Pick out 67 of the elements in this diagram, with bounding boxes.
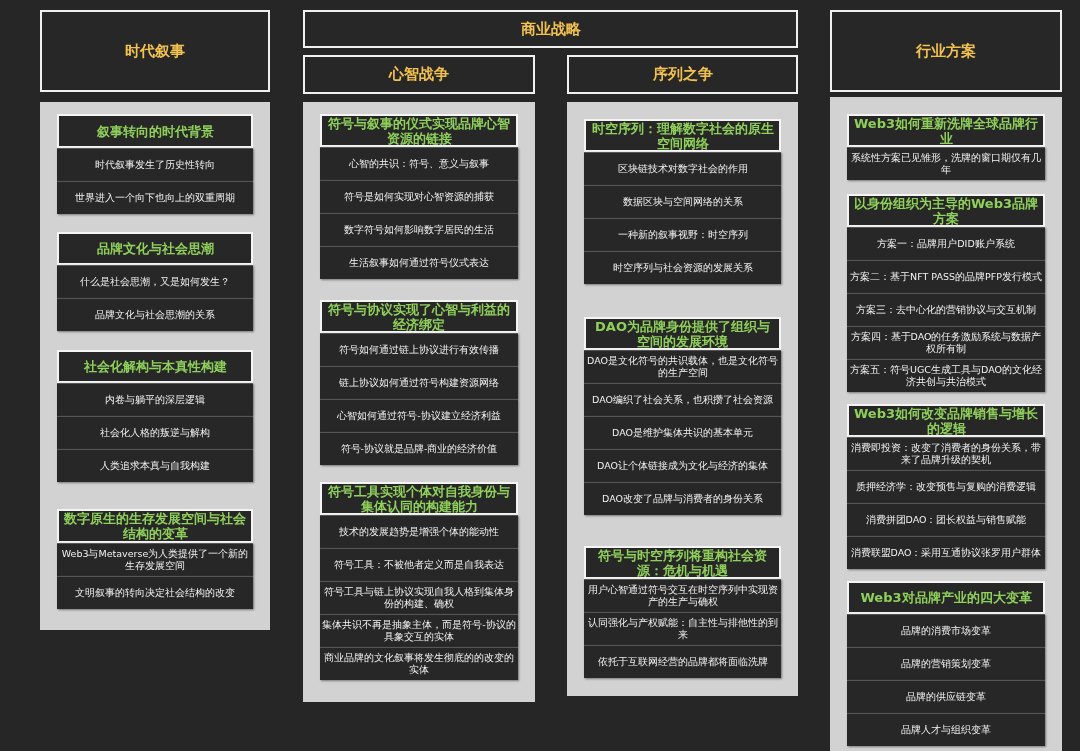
topic-box: 链上协议如何通过符号构建资源网络 bbox=[320, 366, 518, 399]
topic-box: 方案五：符号UGC生成工具与DAO的文化经济共创与共治模式 bbox=[847, 359, 1045, 392]
section-heading: 社会化解构与本真性构建 bbox=[57, 350, 253, 383]
topic-box: 符号工具：不被他者定义而是自我表达 bbox=[320, 548, 518, 581]
topic-box: DAO让个体链接成为文化与经济的集体 bbox=[584, 449, 781, 482]
topic-box: 社会化人格的叛逆与解构 bbox=[57, 416, 253, 449]
section-heading: Web3对品牌产业的四大变革 bbox=[847, 581, 1045, 614]
topic-box: 世界进入一个向下也向上的双重周期 bbox=[57, 181, 253, 214]
topic-box: Web3与Metaverse为人类提供了一个新的生存发展空间 bbox=[57, 543, 253, 576]
column-header: 行业方案 bbox=[830, 10, 1062, 92]
column-header: 商业战略 bbox=[303, 10, 798, 48]
topic-box: 数字符号如何影响数字居民的生活 bbox=[320, 213, 518, 246]
topic-box: 集体共识不再是抽象主体，而是符号-协议的具象交互的实体 bbox=[320, 614, 518, 647]
topic-box: 区块链技术对数字社会的作用 bbox=[584, 152, 781, 185]
topic-box: 技术的发展趋势是增强个体的能动性 bbox=[320, 515, 518, 548]
topic-box: 人类追求本真与自我构建 bbox=[57, 449, 253, 482]
topic-box: 品牌人才与组织变革 bbox=[847, 713, 1045, 746]
topic-box: DAO是维护集体共识的基本单元 bbox=[584, 416, 781, 449]
topic-box: 品牌的消费市场变革 bbox=[847, 614, 1045, 647]
topic-box: 质押经济学：改变预售与复购的消费逻辑 bbox=[847, 470, 1045, 503]
topic-box: 时空序列与社会资源的发展关系 bbox=[584, 251, 781, 284]
topic-box: 消费拼团DAO：团长权益与销售赋能 bbox=[847, 503, 1045, 536]
column-header: 时代叙事 bbox=[40, 10, 270, 92]
topic-box: 符号是如何实现对心智资源的捕获 bbox=[320, 180, 518, 213]
topic-box: 一种新的叙事视野：时空序列 bbox=[584, 218, 781, 251]
topic-box: 商业品牌的文化叙事将发生彻底的的改变的实体 bbox=[320, 647, 518, 680]
topic-box: 依托于互联网经营的品牌都将面临洗牌 bbox=[584, 645, 781, 678]
section-heading: 符号与叙事的仪式实现品牌心智资源的链接 bbox=[320, 114, 518, 147]
topic-box: 心智的共识：符号、意义与叙事 bbox=[320, 147, 518, 180]
topic-box: 文明叙事的转向决定社会结构的改变 bbox=[57, 576, 253, 609]
section-heading: 时空序列：理解数字社会的原生空间网络 bbox=[584, 119, 781, 152]
topic-box: 方案二：基于NFT PASS的品牌PFP发行模式 bbox=[847, 260, 1045, 293]
section-heading: 符号工具实现个体对自我身份与集体认同的构建能力 bbox=[320, 482, 518, 515]
topic-box: 方案一：品牌用户DID账户系统 bbox=[847, 227, 1045, 260]
topic-box: 符号-协议就是品牌-商业的经济价值 bbox=[320, 432, 518, 465]
topic-box: 方案三：去中心化的营销协议与交互机制 bbox=[847, 293, 1045, 326]
topic-box: DAO编织了社会关系，也积攒了社会资源 bbox=[584, 383, 781, 416]
topic-box: 内卷与躺平的深层逻辑 bbox=[57, 383, 253, 416]
topic-box: 符号工具与链上协议实现自我人格到集体身份的构建、确权 bbox=[320, 581, 518, 614]
topic-box: 消费联盟DAO：采用互通协议张罗用户群体 bbox=[847, 536, 1045, 569]
section-heading: 符号与协议实现了心智与利益的经济绑定 bbox=[320, 300, 518, 333]
section-heading: Web3如何改变品牌销售与增长的逻辑 bbox=[847, 404, 1045, 437]
section-heading: Web3如何重新洗牌全球品牌行业 bbox=[847, 114, 1045, 147]
topic-box: 系统性方案已见雏形，洗牌的窗口期仅有几年 bbox=[847, 147, 1045, 180]
topic-box: 符号如何通过链上协议进行有效传播 bbox=[320, 333, 518, 366]
topic-box: 心智如何通过符号-协议建立经济利益 bbox=[320, 399, 518, 432]
topic-box: DAO是文化符号的共识载体，也是文化符号的生产空间 bbox=[584, 350, 781, 383]
topic-box: 方案四：基于DAO的任务激励系统与数据产权所有制 bbox=[847, 326, 1045, 359]
section-heading: 符号与时空序列将重构社会资源：危机与机遇 bbox=[584, 546, 781, 579]
topic-box: 品牌的营销策划变革 bbox=[847, 647, 1045, 680]
section-heading: 数字原生的生存发展空间与社会结构的变革 bbox=[57, 509, 253, 543]
topic-box: 认同强化与产权赋能：自主性与排他性的到来 bbox=[584, 612, 781, 645]
topic-box: 用户心智通过符号交互在时空序列中实现资产的生产与确权 bbox=[584, 579, 781, 612]
section-heading: 以身份组织为主导的Web3品牌方案 bbox=[847, 194, 1045, 227]
topic-box: 时代叙事发生了历史性转向 bbox=[57, 148, 253, 181]
column-header: 心智战争 bbox=[303, 55, 535, 94]
topic-box: 品牌的供应链变革 bbox=[847, 680, 1045, 713]
topic-box: 品牌文化与社会思潮的关系 bbox=[57, 298, 253, 331]
topic-box: 数据区块与空间网络的关系 bbox=[584, 185, 781, 218]
section-heading: 叙事转向的时代背景 bbox=[57, 114, 253, 148]
topic-box: 消费即投资：改变了消费者的身份关系，带来了品牌升级的契机 bbox=[847, 437, 1045, 470]
topic-box: DAO改变了品牌与消费者的身份关系 bbox=[584, 482, 781, 515]
section-heading: 品牌文化与社会思潮 bbox=[57, 232, 253, 265]
section-heading: DAO为品牌身份提供了组织与空间的发展环境 bbox=[584, 317, 781, 350]
topic-box: 什么是社会思潮，又是如何发生？ bbox=[57, 265, 253, 298]
column-header: 序列之争 bbox=[567, 55, 798, 94]
topic-box: 生活叙事如何通过符号仪式表达 bbox=[320, 246, 518, 279]
